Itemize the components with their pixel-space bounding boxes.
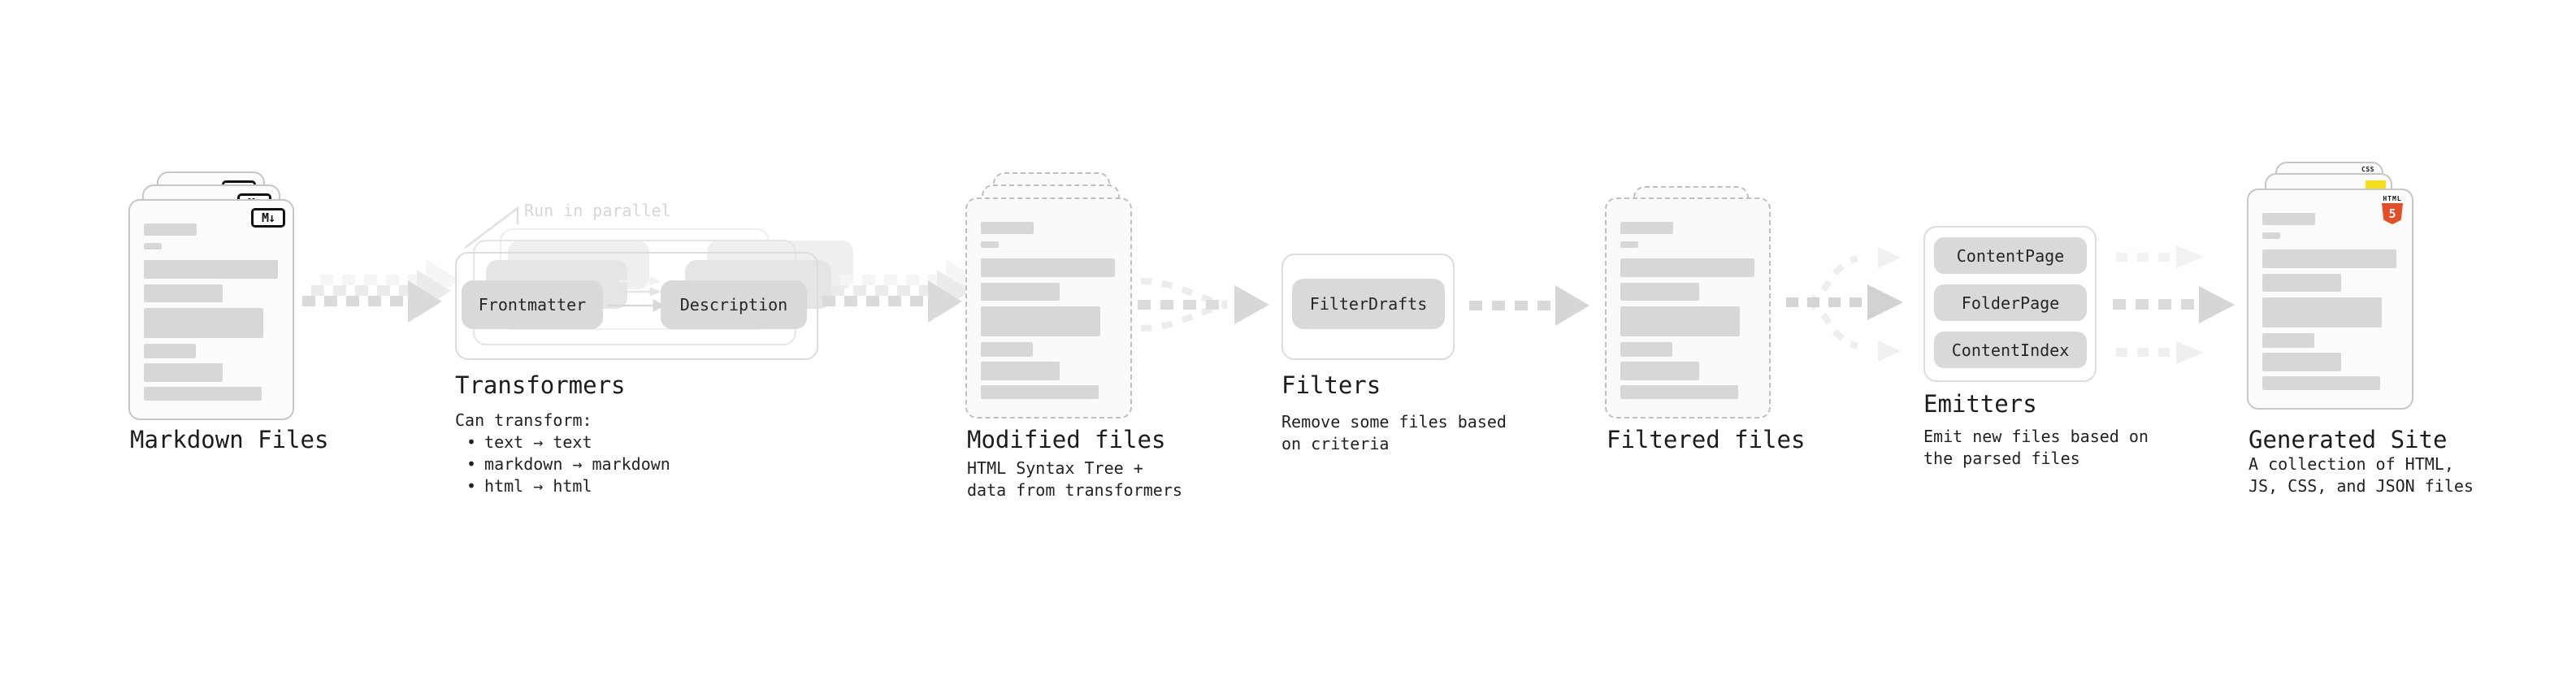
- markdown-icon: M↓: [251, 208, 285, 228]
- text-line-placeholder: [981, 385, 1099, 399]
- stage-title-modified-files: Modified files: [967, 426, 1166, 453]
- run-in-parallel-leader-line: [464, 206, 519, 249]
- generated-site-subtitle: A collection of HTML, JS, CSS, and JSON …: [2249, 454, 2474, 496]
- text-line-placeholder: [981, 283, 1060, 301]
- stage-title-emitters: Emitters: [1923, 390, 2037, 418]
- html5-icon-label: HTML: [2383, 195, 2402, 202]
- arrow-filtered-to-emitters: [1786, 247, 1903, 362]
- text-line-placeholder: [981, 241, 999, 248]
- text-line-placeholder: [1620, 283, 1699, 301]
- stage-title-filters: Filters: [1281, 371, 1381, 399]
- text-line-placeholder: [144, 260, 278, 279]
- emitter-pill-folderpage: FolderPage: [1934, 284, 2087, 321]
- run-in-parallel-note: Run in parallel: [524, 201, 671, 220]
- stage-title-transformers: Transformers: [455, 371, 626, 399]
- bullet-text: html → html: [484, 476, 592, 496]
- emitter-pill-contentpage: ContentPage: [1934, 237, 2087, 274]
- transformer-frame-front: [455, 252, 818, 360]
- text-line-placeholder: [981, 258, 1115, 277]
- bullet-icon: •: [466, 432, 477, 452]
- text-line-placeholder: [144, 363, 223, 382]
- bullet-icon: •: [466, 454, 477, 474]
- doc-placeholder-lines: [2262, 213, 2396, 390]
- text-line-placeholder: [2262, 353, 2341, 371]
- list-item: • text → text: [455, 432, 670, 453]
- text-line-placeholder: [2262, 297, 2382, 327]
- emitters-subtitle: Emit new files based on the parsed files: [1923, 427, 2149, 468]
- text-line-placeholder: [2262, 274, 2341, 292]
- arrow-transformers-to-modified: [822, 259, 980, 323]
- arrow-filters-to-filtered: [1469, 285, 1589, 326]
- filter-pill-filterdrafts: FilterDrafts: [1292, 279, 1445, 329]
- arrow-emitters-to-generated: [2113, 245, 2235, 364]
- transformers-heading: Can transform:: [455, 410, 592, 430]
- stage-title-filtered-files: Filtered files: [1607, 426, 1806, 453]
- text-line-placeholder: [1620, 241, 1638, 248]
- text-line-placeholder: [2262, 333, 2314, 348]
- css-icon-label: CSS: [2361, 166, 2374, 173]
- transformer-pill-frontmatter: Frontmatter: [462, 280, 603, 329]
- transformer-pill-description: Description: [661, 280, 807, 329]
- text-line-placeholder: [1620, 306, 1740, 336]
- text-line-placeholder: [2262, 232, 2280, 239]
- text-line-placeholder: [981, 362, 1060, 380]
- modified-file-card-front: [965, 197, 1132, 419]
- transformers-bullet-list: • text → text • markdown → markdown • ht…: [455, 432, 670, 497]
- generated-file-card-html: HTML 5: [2247, 189, 2413, 410]
- modified-files-subtitle: HTML Syntax Tree + data from transformer…: [967, 458, 1182, 500]
- html5-icon-shield: 5: [2382, 203, 2403, 224]
- arrow-modified-to-filters: [1138, 278, 1269, 332]
- js-icon: [2366, 180, 2386, 191]
- doc-placeholder-lines: [981, 222, 1115, 399]
- bullet-icon: •: [466, 476, 477, 496]
- bullet-text: markdown → markdown: [484, 454, 670, 474]
- list-item: • html → html: [455, 475, 670, 497]
- bullet-text: text → text: [484, 432, 592, 452]
- markdown-file-card-front: M↓: [128, 199, 294, 420]
- text-line-placeholder: [144, 284, 223, 302]
- text-line-placeholder: [144, 387, 262, 401]
- text-line-placeholder: [1620, 258, 1754, 277]
- text-line-placeholder: [981, 342, 1033, 357]
- text-line-placeholder: [1620, 385, 1738, 399]
- doc-placeholder-lines: [144, 223, 278, 401]
- stage-title-markdown-files: Markdown Files: [130, 426, 329, 453]
- text-line-placeholder: [144, 243, 162, 249]
- emitter-pill-contentindex: ContentIndex: [1934, 332, 2087, 368]
- text-line-placeholder: [2262, 249, 2396, 268]
- text-line-placeholder: [1620, 362, 1699, 380]
- stage-title-generated-site: Generated Site: [2249, 426, 2448, 453]
- text-line-placeholder: [1620, 342, 1672, 357]
- text-line-placeholder: [1620, 222, 1673, 234]
- text-line-placeholder: [144, 308, 263, 338]
- text-line-placeholder: [144, 344, 196, 358]
- text-line-placeholder: [2262, 213, 2315, 225]
- html5-icon: HTML 5: [2381, 195, 2404, 224]
- filters-subtitle: Remove some files based on criteria: [1281, 412, 1507, 453]
- list-item: • markdown → markdown: [455, 453, 670, 475]
- text-line-placeholder: [144, 223, 197, 236]
- text-line-placeholder: [2262, 376, 2380, 390]
- text-line-placeholder: [981, 222, 1034, 234]
- arrow-frontmatter-to-description: [608, 276, 666, 312]
- text-line-placeholder: [981, 306, 1100, 336]
- html5-icon-number: 5: [2388, 206, 2396, 221]
- arrow-markdown-to-transformers: [302, 259, 460, 323]
- filtered-file-card-front: [1605, 197, 1771, 419]
- doc-placeholder-lines: [1620, 222, 1754, 399]
